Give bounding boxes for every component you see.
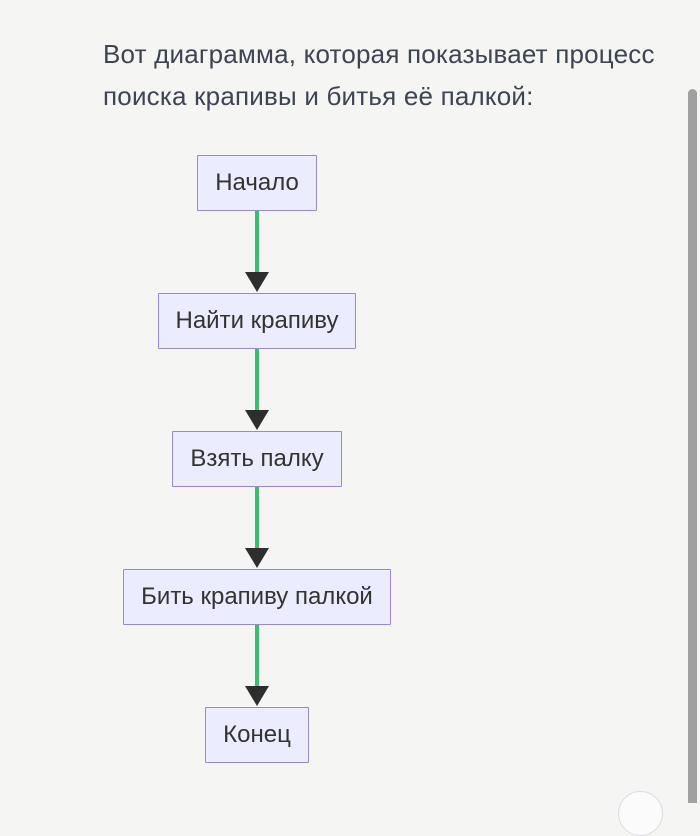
arrowhead-down-icon — [245, 272, 269, 292]
node-label: Конец — [223, 721, 291, 748]
edge-line — [255, 487, 259, 549]
flowchart-node-find-nettle: Найти крапиву — [157, 293, 357, 349]
node-label: Бить крапиву палкой — [141, 583, 373, 610]
intro-text: Вот диаграмма, которая показывает процес… — [103, 39, 655, 111]
edge-line — [255, 211, 259, 273]
vertical-scrollbar-thumb[interactable] — [688, 89, 697, 803]
flowchart-edge — [245, 487, 269, 569]
arrowhead-down-icon — [245, 548, 269, 568]
flowchart-edge — [245, 211, 269, 293]
chat-message-canvas: Вот диаграмма, которая показывает процес… — [0, 39, 697, 836]
edge-line — [255, 349, 259, 411]
flowchart-diagram: Начало Найти крапиву Взять палку Бить кр… — [0, 155, 514, 763]
flowchart-node-end: Конец — [205, 707, 309, 763]
flowchart-edge — [245, 349, 269, 431]
scroll-to-bottom-button[interactable] — [618, 791, 663, 836]
flowchart-edge — [245, 625, 269, 707]
flowchart-node-start: Начало — [197, 155, 317, 211]
node-label: Найти крапиву — [175, 307, 339, 334]
arrowhead-down-icon — [245, 686, 269, 706]
node-label: Взять палку — [190, 445, 324, 472]
flowchart-node-beat-nettle: Бить крапиву палкой — [123, 569, 391, 625]
flowchart-node-take-stick: Взять палку — [172, 431, 342, 487]
arrowhead-down-icon — [245, 410, 269, 430]
edge-line — [255, 625, 259, 687]
node-label: Начало — [215, 169, 299, 196]
